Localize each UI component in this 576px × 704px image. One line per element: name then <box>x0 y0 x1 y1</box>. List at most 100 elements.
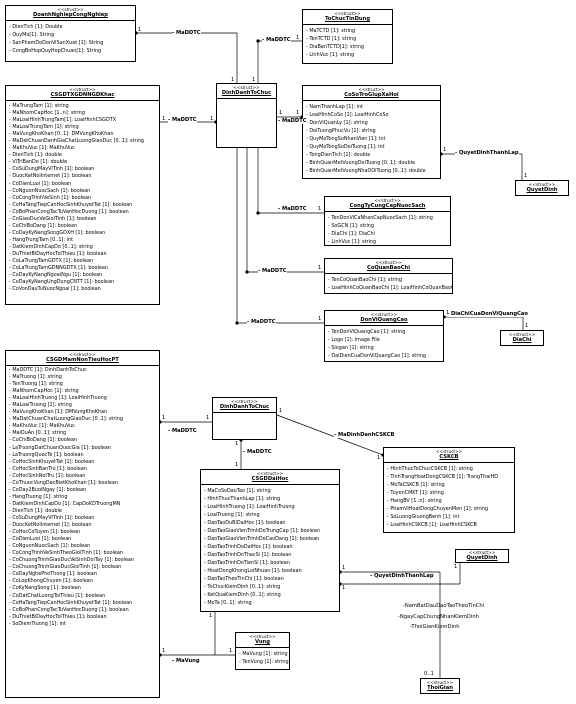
attribute: - TenTruong [1]: string <box>9 381 63 388</box>
attribute: - CoChuongTrinhGiaoDucGioiTinh [1]: bool… <box>9 564 122 571</box>
attribute: - HangTruong [1]: string <box>9 493 68 500</box>
attribute: - LaTruongQuocTe [1]: boolean <box>9 451 84 458</box>
multiplicity: 1 <box>209 613 213 619</box>
stereotype-label: <<struct>> <box>69 87 96 92</box>
class-cong-ty-cung-cap-nuoc-sach[interactable]: <<struct>> CongTyCungCapNuocSach - TenDo… <box>324 196 451 246</box>
class-cskcb[interactable]: <<struct>> CSKCB - HinhThucToChucCSKCB [… <box>383 447 515 533</box>
attribute: - Slogan [1]: string <box>328 345 374 351</box>
class-name: DiaChi <box>512 337 532 343</box>
attribute: - CoLaTrungTamGDNNGDTX [1]: boolean <box>9 265 108 272</box>
attribute: - CongBoHopQuyHopChuan[1]: String <box>9 48 102 54</box>
attribute: - DatKiemDinhCapDo [1]: CapDoKDTruongMN <box>9 500 121 507</box>
assoc-label-tg-2: -NgayCapChungNhanKiemDinh <box>398 614 479 620</box>
attribute: - DatKiemDinhCapDo [0..1]: string <box>9 243 93 250</box>
multiplicity: 1 <box>252 77 256 83</box>
class-header: <<struct>> CSGDTXGDNNGDKhac <box>6 86 159 101</box>
class-vung[interactable]: <<struct>> Vung - MaVung [1]: string - T… <box>235 632 290 670</box>
attribute: - CoVonDauTuNuocNgoai [1]: boolean <box>9 286 101 293</box>
class-header: <<struct>> DinhDanhToChuc <box>213 398 276 413</box>
stereotype-label: <<struct>> <box>358 87 385 92</box>
class-dia-chi[interactable]: <<struct>> DiaChi <box>500 330 544 346</box>
class-header: <<struct>> CoSoTroGiupXaHoi <box>303 86 440 101</box>
class-to-chuc-tin-dung[interactable]: <<struct>> ToChucTinDung - MaTCTD [1]: s… <box>302 9 393 64</box>
multiplicity: 1 <box>446 310 450 316</box>
class-co-so-tro-giup-xa-hoi[interactable]: <<struct>> CoSoTroGiupXaHoi - NamThanhLa… <box>302 85 441 179</box>
attribute: - SanPhamDoDonViSanXuat [1]: String <box>9 40 104 46</box>
assoc-label-ctycc: - MaDDTC <box>278 206 307 212</box>
attribute: - QuyMo[1]: String <box>9 32 55 38</box>
multiplicity: 1 <box>206 415 210 421</box>
class-dinh-danh-to-chuc-bottom[interactable]: <<struct>> DinhDanhToChuc <box>212 397 277 440</box>
attribute: - QuyMoTongSoDoiTuong [1]: int <box>306 144 385 150</box>
attribute: - TenDonViCaNhanCapNuocSach [1]: string <box>328 215 433 221</box>
attribute: - MaVung [1]: string <box>239 651 288 657</box>
class-quyet-dinh-bottom[interactable]: <<struct>> QuyetDinh <box>455 549 509 563</box>
attribute: - MaLoaiHinhTrungTam[1]: LoaiHinhCSGDTX <box>9 117 117 124</box>
attribute: - DiaChi [1]: DiaChi <box>328 231 375 237</box>
attribute: - CoNguonNuocSach [1]: boolean <box>9 543 91 550</box>
class-name: CongTyCungCapNuocSach <box>349 203 426 209</box>
attribute: - QuyMoTongSoNhanVien [1]: int <box>306 136 386 142</box>
multiplicity: 1 <box>377 455 381 461</box>
class-csgd-mam-non-tieu-hoc-pt[interactable]: <<struct>> CSGDMamNonTieuHocPT - MaDDTC … <box>5 350 160 698</box>
class-csgdtx-gdnn-gdkhac[interactable]: <<struct>> CSGDTXGDNNGDKhac - MaTrungTam… <box>5 85 160 305</box>
class-dinh-danh-to-chuc-top[interactable]: <<struct>> DinhDanhToChuc <box>216 83 277 148</box>
attribute: - DaoTaoTrinhDoThacSi [1]: boolean <box>204 552 292 558</box>
attribute: - DienTich [1]: double <box>9 152 62 159</box>
multiplicity: 1 <box>296 35 300 41</box>
class-name: DinhDanhToChuc <box>219 404 270 410</box>
stereotype-label: <<struct>> <box>57 7 84 12</box>
attribute: - TinhTrangHoatDongCSKCB [1]: TrangThaiH… <box>387 474 499 480</box>
class-co-quan-bao-chi[interactable]: <<struct>> CoQuanBaoChi - TenCoQuanBaoCh… <box>324 258 453 294</box>
attribute: - TenDonViQuangCao [1]: string <box>328 329 406 335</box>
attribute: - CoDienLuoi [1]: boolean <box>9 536 72 543</box>
class-name: CSGDMamNonTieuHocPT <box>46 357 119 363</box>
stereotype-label: <<struct>> <box>375 260 402 265</box>
attribute-list: - MaCoSoDaoTao [1]: string - HinhThucTha… <box>201 485 339 607</box>
attribute: - MaDatChuanDanhGiaChatLuongGiaoDuc [0..… <box>9 138 145 145</box>
attribute: - CoCongTrinhVeSinhTheoGioiTinh [1]: boo… <box>9 550 124 557</box>
attribute-list: - TenCoQuanBaoChi [1]: string - LoaiHinh… <box>325 274 452 292</box>
attribute: - CoDatChatLuongToiThieu [1]: boolean <box>9 592 106 599</box>
attribute: - ToChucKiemDinh [0..1]: string <box>204 584 281 590</box>
stereotype-label: <<struct>> <box>435 449 463 454</box>
attribute: - MaVungKhoKhan [0..1]: DMVungKhoKhan <box>9 131 114 138</box>
attribute: - CoCongTrinhVeSinh [1]: boolean <box>9 194 92 201</box>
multiplicity: 1 <box>454 564 458 570</box>
assoc-label-csgddh: - MaDDTC <box>243 449 272 455</box>
multiplicity: 1 <box>162 648 166 654</box>
assoc-label-dnc: - MaDDTC <box>172 30 201 36</box>
class-thoi-gian[interactable]: <<struct>> ThoiGian <box>420 678 460 694</box>
multiplicity: 1 <box>279 110 283 116</box>
attribute: - CoSuDungMayViTinh [1]: boolean <box>9 514 95 521</box>
attribute: - MaKhuVuc [1]: MaKhuVuc <box>9 145 75 152</box>
attribute: - DaiDienCuaDonViQuangCao [1]: string <box>328 353 426 359</box>
multiplicity: 1 <box>229 648 233 654</box>
multiplicity: 1 <box>318 265 322 271</box>
assoc-label-cskcb: - MaDinhDanhCSKCB <box>334 432 395 438</box>
attribute: - LaTruongDatChuanQuocGia [1]: boolean <box>9 444 112 451</box>
attribute: - TuyenCMKT [1]: string <box>387 490 444 496</box>
attribute: - DuocKetNoiInternet [1]: boolean <box>9 173 92 180</box>
attribute: - CoChiBoDang [1]: boolean <box>9 437 78 444</box>
class-name: CSKCB <box>439 454 459 460</box>
attribute: - MaKhuVuc [1]: MaKhuVuc <box>9 423 75 430</box>
class-don-vi-quang-cao[interactable]: <<struct>> DonViQuangCao - TenDonViQuang… <box>324 310 444 362</box>
stereotype-label: <<struct>> <box>426 680 454 685</box>
assoc-label-diachi: - DiaChiCuaDonViQuangCao <box>447 311 528 317</box>
attribute: - DaoTaoDuBiDaiHoc [1]: boolean <box>204 520 286 526</box>
attribute: - SoGCN [1]: string <box>328 223 375 229</box>
attribute: - CoHaTangTiepCanHocSinhKhuyetTat [1]: b… <box>9 599 133 606</box>
attribute-list: - TenDonViQuangCao [1]: string - Logo [1… <box>325 326 443 360</box>
class-header: <<struct>> ToChucTinDung <box>303 10 392 25</box>
multiplicity: 1 <box>524 173 528 179</box>
class-quyet-dinh-top[interactable]: <<struct>> QuyetDinh <box>515 180 569 196</box>
stereotype-label: <<struct>> <box>249 634 276 639</box>
attribute: - TenTCTD [1]: string <box>306 36 357 42</box>
attribute: - MaLoaiTrungTam [1]: string <box>9 124 79 131</box>
attribute: - DiaBanTCTD[1]: string <box>306 44 364 50</box>
class-doanh-nghiep-cong-nghiep[interactable]: <<struct>> DoanhNghiepCongNghiep - DienT… <box>5 5 136 62</box>
class-csgd-dai-hoc[interactable]: <<struct>> CSGDDaiHoc - MaCoSoDaoTao [1]… <box>200 469 340 612</box>
multiplicity: 1 <box>138 27 142 33</box>
multiplicity: 1 <box>318 206 322 212</box>
